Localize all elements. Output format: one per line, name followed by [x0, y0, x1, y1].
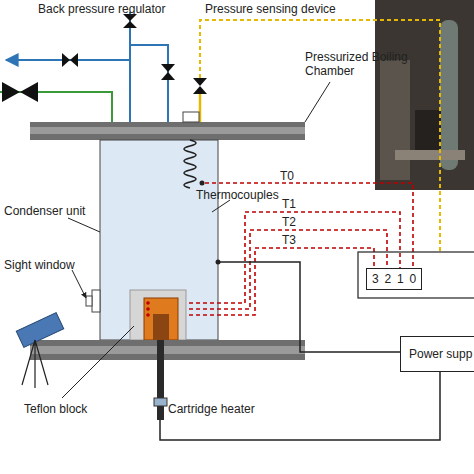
camera-body	[16, 313, 63, 348]
heater-core	[153, 314, 169, 340]
photo-detail	[380, 60, 410, 180]
bottom-plate	[30, 346, 305, 354]
part-label: Pressurized Boiling Chamber	[305, 50, 415, 78]
thermocouple-tip	[146, 313, 150, 317]
bottom-plate	[30, 340, 305, 360]
power-wire	[160, 372, 440, 440]
boiling-chamber	[100, 140, 218, 340]
photo-bench	[395, 150, 465, 160]
part-label: Teflon block	[24, 402, 87, 416]
camera	[16, 313, 63, 348]
terminal-number: 3	[372, 272, 379, 286]
branch-valve	[161, 64, 175, 80]
terminal-number: 2	[384, 272, 391, 286]
vent-pipe	[129, 12, 131, 122]
thermocouple-tip	[200, 181, 205, 186]
daq-box	[358, 252, 474, 298]
thermocouple-tip	[146, 307, 150, 311]
terminal-number: 0	[409, 272, 416, 286]
leader-line	[305, 82, 330, 122]
part-label: Pressure sensing device	[205, 2, 336, 16]
sight-window	[86, 296, 92, 306]
thermocouple-wire	[182, 230, 387, 309]
regulator-valve	[62, 53, 78, 67]
part-label: Back pressure regulator	[38, 2, 165, 16]
leader-line	[68, 218, 100, 232]
plate-fitting	[183, 112, 199, 122]
terminal-block: 3210	[366, 268, 422, 290]
part-label: T3	[282, 233, 296, 247]
branch-pipe	[130, 45, 168, 122]
part-label: Cartridge heater	[168, 402, 255, 416]
condenser-coil	[184, 140, 196, 188]
top-plate	[30, 122, 305, 140]
part-label: Condenser unit	[4, 204, 85, 218]
box-label: Power supp	[409, 347, 472, 361]
heater-block	[144, 298, 178, 340]
lab-photo	[375, 0, 474, 190]
vent-valve	[123, 14, 137, 28]
top-plate	[30, 127, 305, 134]
part-label: T2	[282, 215, 296, 229]
thermocouple-wire	[182, 248, 374, 315]
sight-window	[92, 290, 100, 312]
heater-fitting	[154, 398, 167, 406]
cartridge-heater-rod	[157, 340, 164, 420]
thermocouple-tip	[146, 301, 150, 305]
part-label: Thermocouples	[196, 188, 279, 202]
terminal-number: 1	[397, 272, 404, 286]
inlet-valve	[2, 82, 38, 102]
sensor-valve	[193, 78, 207, 94]
camera-tripod	[22, 340, 48, 388]
teflon-block	[130, 290, 186, 340]
fill-pipe	[0, 92, 112, 122]
leader-line	[62, 326, 134, 398]
part-label: T0	[280, 169, 294, 183]
photo-detail	[415, 110, 441, 150]
part-label: Sight window	[4, 258, 75, 272]
part-label: T1	[282, 197, 296, 211]
power-wire	[218, 262, 400, 352]
power-supply-box: Power supp	[400, 336, 474, 372]
photo-gas-cylinder	[440, 20, 458, 170]
leader-line	[72, 270, 86, 298]
